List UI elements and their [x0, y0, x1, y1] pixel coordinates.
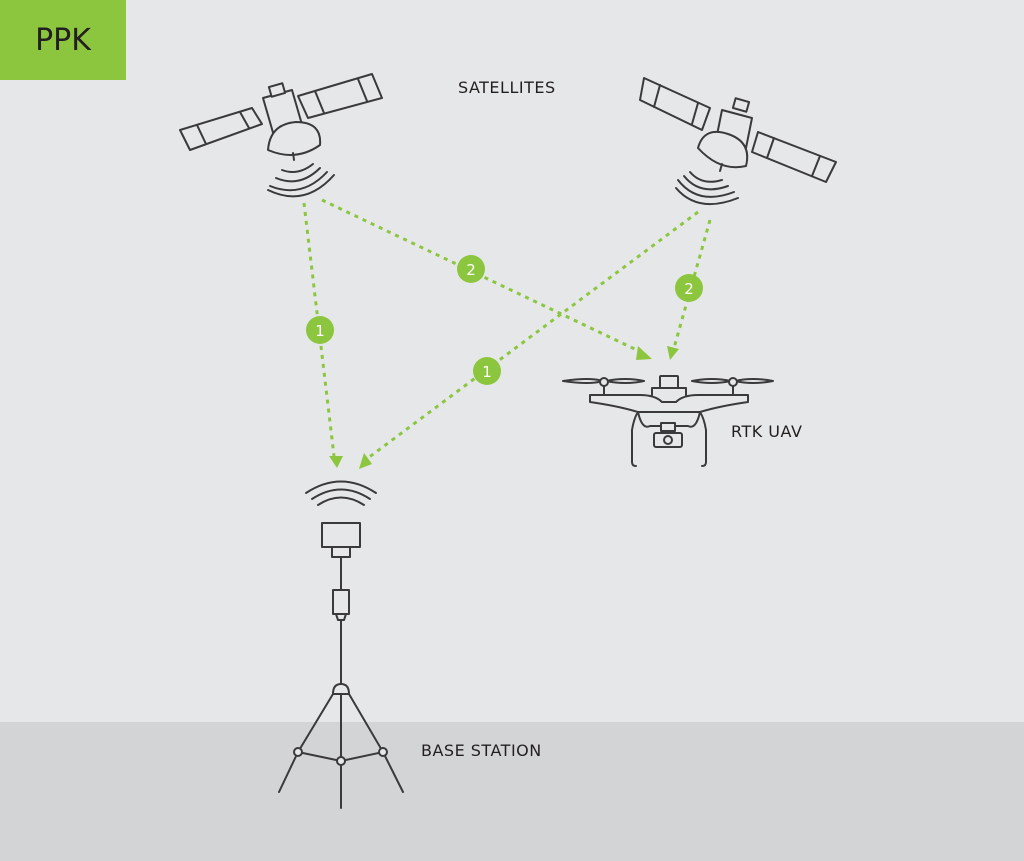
- step-number: 2: [466, 261, 476, 279]
- step-marker-sat-left-uav: 2: [457, 255, 485, 283]
- step-marker-sat-right-base: 1: [473, 357, 501, 385]
- signal-path-sat-right-to-base: [359, 210, 699, 469]
- satellites-label: SATELLITES: [458, 78, 556, 97]
- base-station-label: BASE STATION: [421, 741, 542, 760]
- step-number: 2: [684, 280, 694, 298]
- step-number: 1: [315, 322, 325, 340]
- ppk-badge: PPK: [0, 0, 126, 80]
- signal-path-sat-left-to-uav: [321, 198, 652, 360]
- satellite-right-icon: [639, 77, 837, 183]
- ground-band: [0, 722, 1024, 861]
- base-station-signal-icon: [305, 480, 377, 506]
- uav-label: RTK UAV: [731, 422, 803, 441]
- step-marker-sat-right-uav: 2: [675, 274, 703, 302]
- satellite-left-icon: [179, 73, 383, 161]
- step-number: 1: [482, 363, 492, 381]
- satellite-left-signal-icon: [267, 163, 335, 198]
- satellite-right-signal-icon: [675, 171, 739, 205]
- step-marker-sat-left-base: 1: [306, 316, 334, 344]
- base-station-icon: [278, 522, 404, 809]
- badge-label: PPK: [35, 22, 91, 58]
- drone-icon: [562, 375, 774, 467]
